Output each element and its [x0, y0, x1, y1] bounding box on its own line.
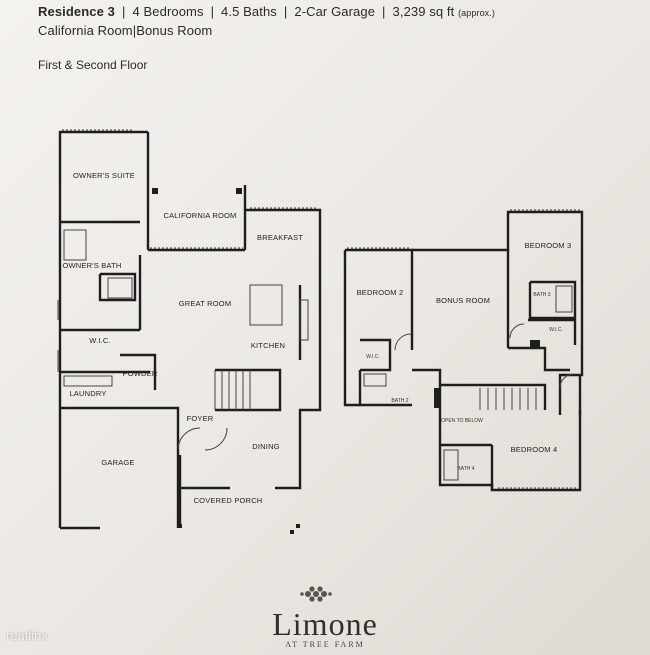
label-garage: GARAGE [101, 458, 134, 467]
bedroom-count: 4 Bedrooms [132, 4, 204, 19]
floors-label: First & Second Floor [38, 58, 148, 72]
label-bedroom-2: BEDROOM 2 [357, 288, 404, 297]
label-wic-3: W.I.C. [549, 327, 563, 333]
limone-ornament-icon [300, 586, 332, 602]
label-breakfast: BREAKFAST [257, 233, 303, 242]
label-dining: DINING [252, 442, 279, 451]
label-bath-2: BATH 2 [391, 398, 408, 404]
label-bedroom-4: BEDROOM 4 [511, 445, 558, 454]
label-powder: POWDER [123, 369, 158, 378]
brand-subtitle: AT TREE FARM [285, 640, 365, 649]
label-foyer: FOYER [187, 414, 214, 423]
label-bath-3: BATH 3 [533, 292, 550, 298]
second-floor-posts [434, 340, 540, 408]
first-floor-walls [58, 130, 322, 530]
plan-specs: Residence 3|4 Bedrooms|4.5 Baths|2-Car G… [38, 4, 495, 19]
label-wic-2: W.I.C. [366, 354, 380, 360]
garage-size: 2-Car Garage [294, 4, 376, 19]
label-bedroom-3: BEDROOM 3 [525, 241, 572, 250]
label-great-room: GREAT ROOM [179, 299, 232, 308]
first-floor-posts [152, 188, 300, 534]
plan-header: Residence 3|4 Bedrooms|4.5 Baths|2-Car G… [38, 4, 495, 38]
residence-name: Residence 3 [38, 4, 115, 19]
label-california-room: CALIFORNIA ROOM [163, 211, 236, 220]
watermark: rentlinx [6, 628, 48, 643]
first-floor-details [57, 129, 318, 451]
label-covered-porch: COVERED PORCH [194, 496, 263, 505]
square-footage: 3,239 sq ft [392, 4, 455, 19]
sqft-note: (approx.) [458, 8, 495, 18]
label-owners-suite: OWNER'S SUITE [73, 171, 135, 180]
second-floor-details [347, 209, 580, 489]
label-bath-4: BATH 4 [457, 466, 474, 472]
label-wic: W.I.C. [89, 336, 111, 345]
extra-bonus-room: Bonus Room [136, 23, 213, 38]
bath-count: 4.5 Baths [221, 4, 277, 19]
brand-name: Limone [272, 606, 378, 642]
label-bonus-room: BONUS ROOM [436, 296, 490, 305]
plan-extras: California Room|Bonus Room [38, 23, 213, 38]
label-kitchen: KITCHEN [251, 341, 285, 350]
extra-california-room: California Room [38, 23, 133, 38]
label-owners-bath: OWNER'S BATH [62, 261, 121, 270]
second-floor-walls [343, 210, 584, 492]
label-open-to-below: OPEN TO BELOW [441, 418, 483, 424]
label-laundry: LAUNDRY [69, 389, 106, 398]
